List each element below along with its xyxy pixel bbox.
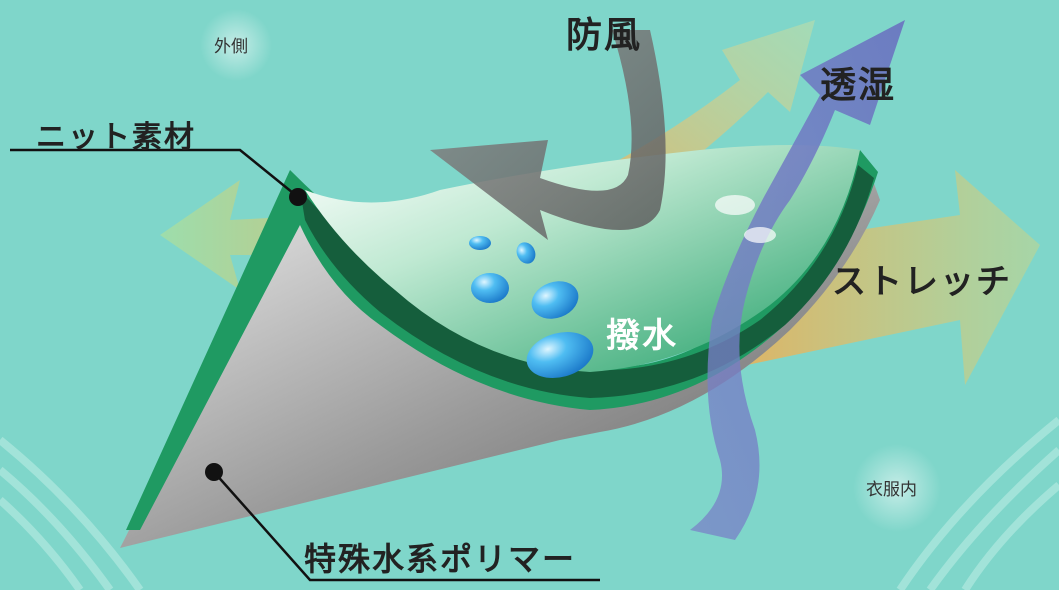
water-drop (471, 273, 509, 303)
outside-label: 外側 (214, 37, 248, 57)
windproof-label: 防風 (566, 15, 643, 56)
water-drop (516, 242, 536, 264)
inside-glow (853, 444, 941, 532)
background-arcs (0, 416, 1059, 590)
knit-material-label: ニット素材 (36, 120, 196, 155)
outside-glow (200, 9, 272, 81)
water-drop (469, 236, 491, 250)
breathable-label: 透湿 (820, 65, 897, 106)
windproof-arrow (430, 30, 666, 240)
breathable-arrow (690, 20, 905, 540)
stretch-label: ストレッチ (832, 262, 1012, 302)
inside-label: 衣服内 (866, 480, 917, 500)
polymer-marker-dot (205, 463, 223, 481)
water-droplets (469, 236, 594, 379)
polymer-label: 特殊水系ポリマー (304, 540, 577, 578)
knit-marker-dot (289, 188, 307, 206)
vapor-highlights (715, 195, 776, 243)
leader-lines (10, 148, 600, 582)
knit-leader-line (10, 148, 299, 198)
water-repellent-label: 撥水 (606, 316, 678, 356)
polymer-leader-line (213, 471, 600, 582)
water-drop (526, 331, 594, 379)
water-drop (531, 281, 579, 319)
